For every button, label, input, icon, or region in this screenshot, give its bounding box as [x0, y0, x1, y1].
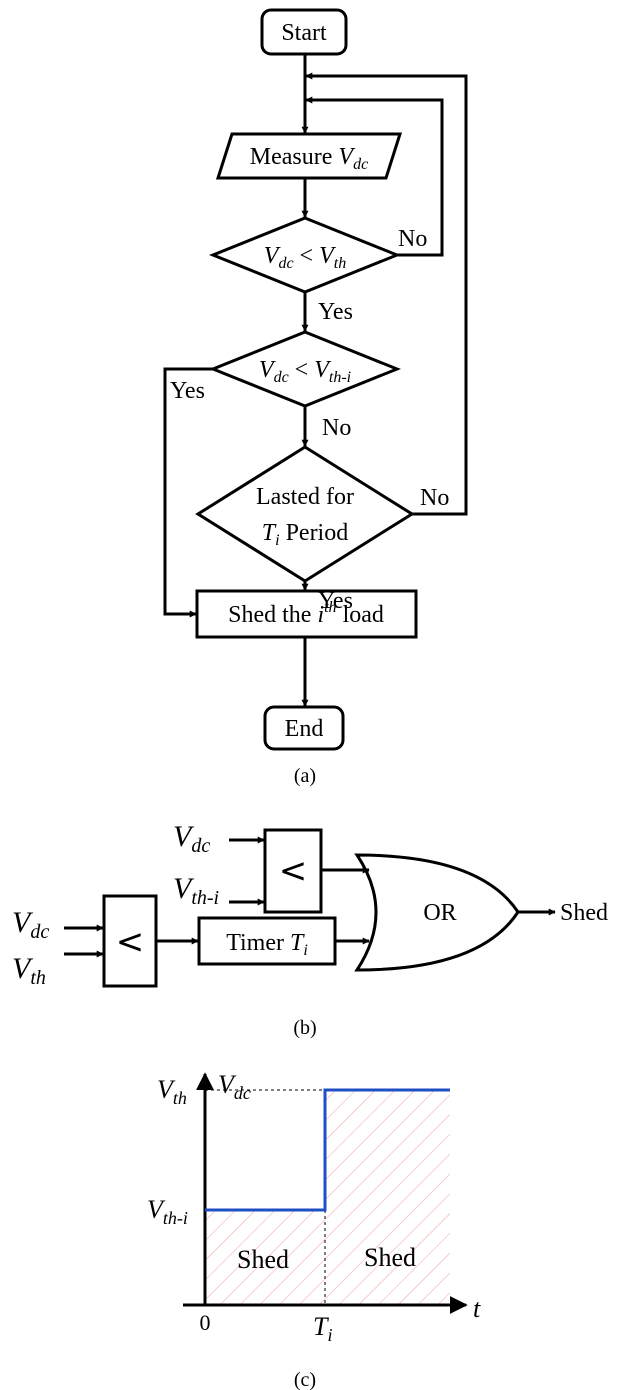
yes-label-decision3: Yes	[318, 588, 353, 614]
input-vth: Vth	[12, 952, 46, 989]
region-right-label: Shed	[364, 1243, 416, 1272]
decision3-line2: Ti Period	[262, 520, 348, 549]
caption-a: (a)	[294, 765, 316, 787]
decision-lasted	[195, 445, 415, 583]
output-shed-label: Shed	[560, 900, 608, 926]
or-gate	[354, 853, 520, 972]
x-axis-label: t	[473, 1294, 481, 1323]
comparator2-symbol: <	[116, 922, 145, 962]
measure-box	[215, 132, 403, 180]
graph-text: Vdc t 0 Vth Vth-i Ti Shed Shed (c)	[147, 1070, 481, 1390]
logic-text: Vdc Vth-i Vdc Vth < < Timer Ti OR Shed (…	[12, 820, 608, 1039]
loop-no-decision1	[305, 96, 444, 257]
yes-label-decision2: Yes	[170, 378, 205, 404]
voltage-threshold-graph	[183, 1072, 468, 1314]
loop-no-decision3	[305, 72, 468, 516]
input-vdc-top: Vdc	[173, 820, 210, 857]
measure-label: Measure Vdc	[250, 144, 368, 173]
input-vthi: Vth-i	[173, 872, 219, 909]
bypass-yes-decision2	[163, 367, 213, 618]
no-label-decision1: No	[398, 226, 427, 252]
input-vdc-bottom: Vdc	[12, 906, 49, 943]
decision3-line1: Lasted for	[256, 484, 354, 510]
decision2-label: Vdc < Vth-i	[259, 357, 351, 386]
logic-diagram	[64, 828, 556, 988]
region-left-label: Shed	[237, 1245, 289, 1274]
no-label-decision3: No	[420, 485, 449, 511]
end-label: End	[285, 716, 324, 742]
y-axis-label: Vdc	[218, 1070, 251, 1103]
start-label: Start	[281, 20, 327, 46]
or-label: OR	[423, 900, 456, 926]
yes-label-decision1: Yes	[318, 299, 353, 325]
flowchart-text: Start Measure Vdc Vdc < Vth Vdc < Vth-i …	[170, 20, 449, 787]
caption-c: (c)	[294, 1369, 316, 1390]
threshold-step-line	[205, 1088, 450, 1212]
caption-b: (b)	[293, 1017, 316, 1039]
end-terminal	[263, 705, 345, 751]
decision1-label: Vdc < Vth	[264, 243, 346, 272]
tick-vth: Vth	[157, 1075, 187, 1108]
shed-load-label: Shed the ith load	[228, 599, 384, 628]
origin-label: 0	[200, 1310, 211, 1335]
tick-ti: Ti	[313, 1312, 332, 1345]
comparator1-symbol: <	[279, 851, 308, 891]
shed-region	[205, 1090, 450, 1305]
flowchart	[163, 8, 468, 751]
tick-vthi: Vth-i	[147, 1195, 188, 1228]
timer-label: Timer Ti	[226, 930, 308, 959]
no-label-decision2: No	[322, 415, 351, 441]
